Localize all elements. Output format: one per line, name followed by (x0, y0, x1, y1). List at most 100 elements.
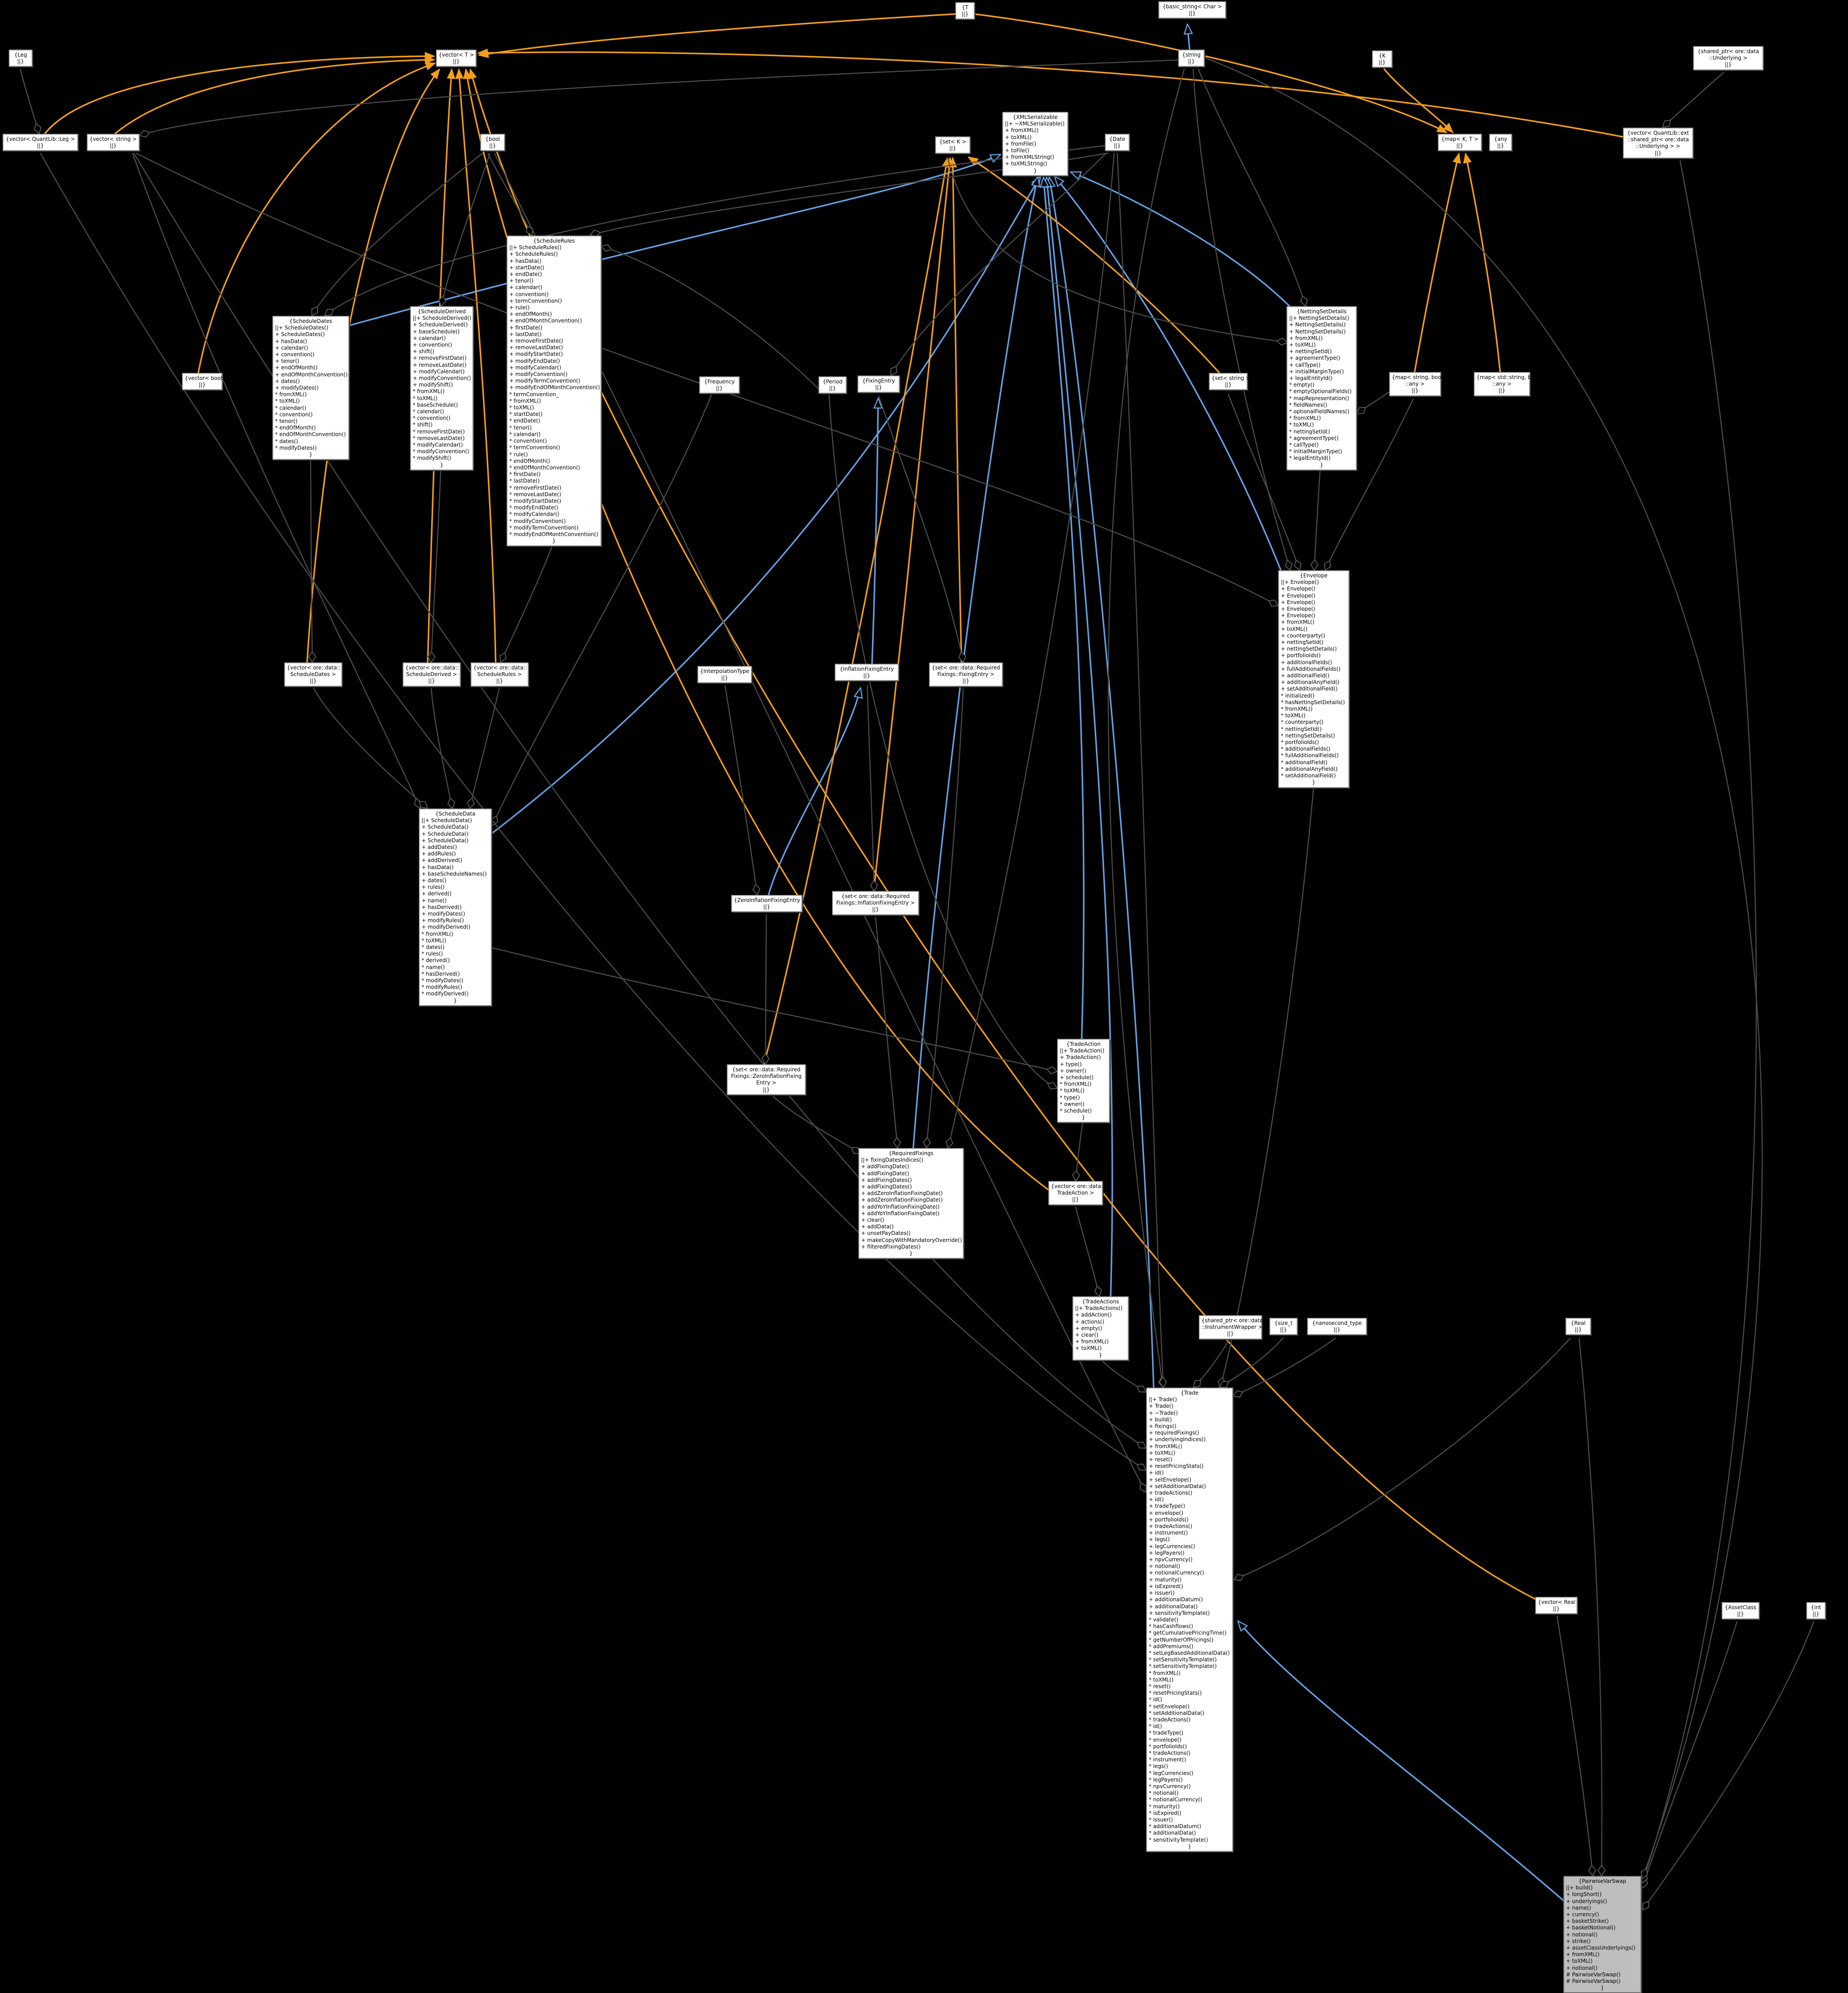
node-vector-trade-action[interactable]: {vector< ore::data::TradeAction >||} (1048, 1181, 1105, 1205)
node-vector-bool[interactable]: {vector< bool >||} (182, 373, 228, 390)
node-netting-set-details[interactable]: {NettingSetDetails||+ NettingSetDetails(… (1287, 306, 1357, 470)
edge-orange-21 (466, 69, 1049, 1191)
class-title: {ScheduleDates (289, 318, 332, 324)
class-member: * nettingSetId() (1289, 428, 1330, 435)
class-member: + Envelope() (1281, 586, 1315, 592)
class-member: + NettingSetDetails() (1289, 322, 1346, 328)
node-vector-real[interactable]: {vector< Real >||} (1535, 1597, 1581, 1614)
node-int[interactable]: {int||} (1806, 1602, 1826, 1620)
node-xmlserializable[interactable]: {XMLSerializable||+ ~XMLSerializable()+ … (1002, 112, 1068, 176)
node-set-k[interactable]: {set< K >||} (935, 136, 970, 154)
node-schedule-dates[interactable]: {ScheduleDates||+ ScheduleDates()+ Sched… (272, 316, 349, 460)
class-title: {vector< T > (439, 52, 474, 58)
class-member: + fixings() (1149, 1423, 1176, 1430)
class-member: * setEnvelope() (1149, 1703, 1190, 1710)
node-string[interactable]: {string||} (1178, 50, 1205, 67)
edge-gray-64 (1197, 68, 1305, 305)
class-title: {vector< QuantLib::Leg > (6, 136, 75, 142)
class-member: ||} (1812, 1611, 1819, 1617)
node-vector-schedule-rules[interactable]: {vector< ore::data::ScheduleRules >||} (471, 662, 529, 687)
edge-gray-80 (136, 152, 1277, 605)
node-pairwise-var-swap[interactable]: {PairwiseVarSwap||+ build()+ longShort()… (1563, 1876, 1641, 1993)
edge-gray-52 (772, 1096, 860, 1153)
node-schedule-rules[interactable]: {ScheduleRules||+ ScheduleRules()+ Sched… (507, 236, 601, 547)
class-member: ||} (110, 143, 117, 149)
node-asset-class[interactable]: {AssetClass||} (1722, 1602, 1759, 1620)
class-member: * setSensitivityTemplate() (1149, 1663, 1217, 1670)
node-envelope[interactable]: {Envelope||+ Envelope()+ Envelope()+ Env… (1278, 570, 1349, 788)
node-map-string-boost-any[interactable]: {map< string, boost::any >||} (1389, 372, 1446, 396)
edge-gray-60 (1227, 394, 1299, 569)
class-member: ||+ build() (1566, 1885, 1593, 1891)
node-bool[interactable]: {bool||} (480, 134, 505, 151)
node-t[interactable]: {T||} (955, 2, 975, 20)
class-member: + NettingSetDetails() (1289, 328, 1346, 335)
class-member: * tradeType() (1149, 1730, 1183, 1736)
node-map-k-t[interactable]: {map< K, T >||} (1438, 134, 1482, 151)
node-zero-inflation-fixing-entry[interactable]: {ZeroInflationFixingEntry||} (731, 895, 802, 912)
class-member: + notional() (1149, 1563, 1180, 1570)
edge-gray-45 (470, 688, 500, 808)
class-member: + id() (1149, 1496, 1164, 1503)
node-vector-t[interactable]: {vector< T >||} (436, 50, 476, 67)
class-member: * modifyShift() (413, 455, 451, 462)
node-trade-action[interactable]: {TradeAction||+ TradeAction()+ TradeActi… (1057, 1039, 1110, 1123)
node-nanosecond-type[interactable]: {nanosecond_type||} (1307, 1318, 1367, 1335)
node-any[interactable]: {any||} (1489, 134, 1512, 151)
class-title: {FixingEntry (862, 378, 895, 384)
class-title: {vector< ore::data:: (1051, 1183, 1105, 1189)
node-fixing-entry[interactable]: {FixingEntry||} (858, 376, 900, 393)
node-period[interactable]: {Period||} (819, 376, 847, 394)
node-vector-quantlib-leg[interactable]: {vector< QuantLib::Leg >||} (3, 134, 78, 151)
class-member: * modifyCalendar() (413, 442, 463, 448)
class-title: {PairwiseVarSwap (1578, 1878, 1626, 1884)
class-member: + fromXML() (1149, 1443, 1183, 1449)
class-member: + additionalData() (1149, 1603, 1198, 1610)
class-member: * toXML() (422, 937, 447, 944)
class-member: * lastDate() (509, 478, 540, 484)
node-vector-string[interactable]: {vector< string >||} (87, 134, 139, 151)
node-vector-schedule-derived[interactable]: {vector< ore::data::ScheduleDerived >||} (403, 662, 461, 687)
class-member: + endOfMonth() (509, 311, 552, 318)
node-schedule-derived[interactable]: {ScheduleDerived||+ ScheduleDerived()+ S… (410, 306, 473, 470)
node-vector-schedule-dates[interactable]: {vector< ore::data::ScheduleDates >||} (284, 662, 342, 687)
edge-gray-42 (501, 542, 554, 662)
node-size-t[interactable]: {size_t||} (1269, 1318, 1298, 1335)
node-leg[interactable]: {Leg||} (9, 50, 32, 67)
node-set-string[interactable]: {set< string >||} (1209, 373, 1250, 390)
class-member: + tradeActions() (1149, 1490, 1193, 1496)
node-interpolation-type[interactable]: {InterpolationType||} (697, 666, 752, 683)
node-k[interactable]: {K||} (1372, 50, 1392, 68)
edge-orange-24 (969, 156, 1220, 374)
edge-gray-82 (39, 153, 1145, 1470)
node-map-std-string-boost-any[interactable]: {map< std::string, boost::any >||} (1474, 372, 1542, 396)
node-shared-ptr-instrument-wrapper[interactable]: {shared_ptr< ore::data::InstrumentWrappe… (1199, 1315, 1263, 1339)
class-member: * fromXML() (1060, 1081, 1092, 1088)
node-real[interactable]: {Real||} (1566, 1318, 1591, 1335)
node-trade-actions[interactable]: {TradeActions||+ TradeActions()+ addActi… (1072, 1296, 1129, 1360)
class-member: + nettingSetId() (1281, 639, 1324, 646)
node-basic-string-char[interactable]: {basic_string< Char >||} (1158, 1, 1226, 19)
class-member: + hasData() (275, 338, 307, 344)
node-required-fixings[interactable]: {RequiredFixings||+ fixingDatesIndices()… (858, 1148, 964, 1259)
class-member: * optionalFieldNames() (1289, 408, 1350, 415)
class-member: * maturity() (1149, 1803, 1180, 1810)
class-member: + modifyConvention() (413, 375, 471, 382)
class-member: + type() (1060, 1061, 1082, 1067)
class-member: + npvCurrency() (1149, 1556, 1193, 1563)
node-inflation-fixing-entry[interactable]: {InflationFixingEntry||} (835, 664, 899, 681)
node-schedule-data[interactable]: {ScheduleData||+ ScheduleData()+ Schedul… (419, 809, 492, 1006)
class-member: ||} (962, 11, 969, 18)
class-member: + setAdditionalData() (1149, 1483, 1206, 1489)
edge-orange-16 (114, 60, 434, 135)
node-vector-ext-shared-ptr-underlying[interactable]: {vector< QuantLib::ext::shared_ptr< ore:… (1623, 128, 1693, 158)
node-shared-ptr-underlying[interactable]: {shared_ptr< ore::data::Underlying >||} (1693, 46, 1763, 70)
class-member: + ScheduleDates() (275, 331, 325, 338)
node-frequency[interactable]: {Frequency||} (699, 376, 740, 394)
node-trade[interactable]: {Trade||+ Trade()+ Trade()+ ~Trade()+ bu… (1146, 1388, 1233, 1852)
node-date[interactable]: {Date||} (1105, 134, 1130, 151)
edge-gray-44 (430, 688, 452, 808)
